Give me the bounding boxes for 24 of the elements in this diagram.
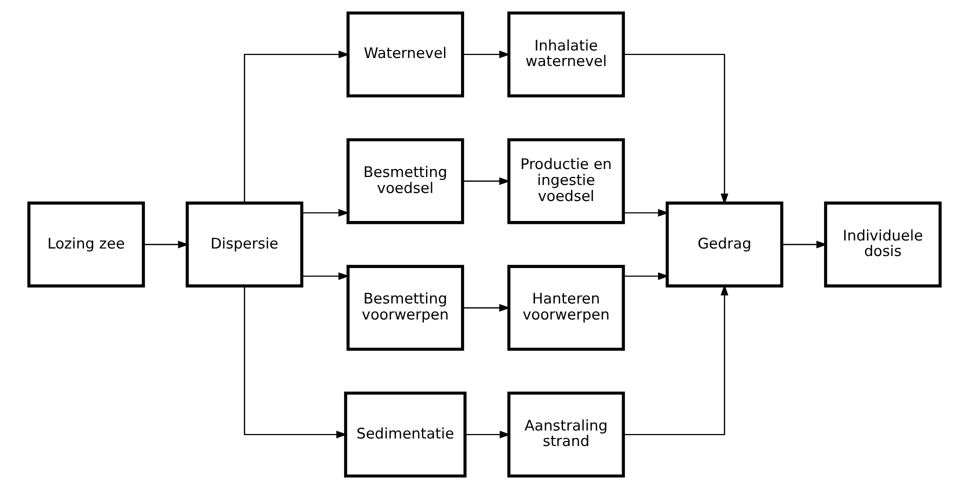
arrow [462, 177, 510, 185]
node-box: Dispersie [185, 202, 303, 288]
node-box: Besmetting voorwerpen [346, 264, 464, 351]
node-box: Aanstraling strand [506, 392, 624, 478]
arrow [302, 208, 349, 217]
arrow [462, 304, 510, 312]
node-box: Individuele dosis [824, 202, 942, 288]
arrow [302, 272, 349, 280]
arrow [782, 240, 827, 248]
arrow [623, 272, 669, 280]
node-box: Lozing zee [26, 202, 144, 288]
node-box: Besmetting voedsel [346, 138, 464, 224]
arrow [464, 430, 510, 438]
node-box: Gedrag [665, 202, 783, 288]
arrow [243, 50, 350, 203]
node-box: Hanteren voorwerpen [506, 264, 624, 351]
arrow [143, 240, 189, 248]
arrow [623, 208, 669, 217]
node-box: Inhalatie waternevel [506, 12, 624, 98]
arrow [243, 286, 347, 438]
node-box: Sedimentatie [344, 392, 466, 478]
node-box: Productie en ingestie voedsel [506, 138, 624, 224]
node-box: Waternevel [346, 12, 464, 98]
arrow [462, 50, 510, 58]
